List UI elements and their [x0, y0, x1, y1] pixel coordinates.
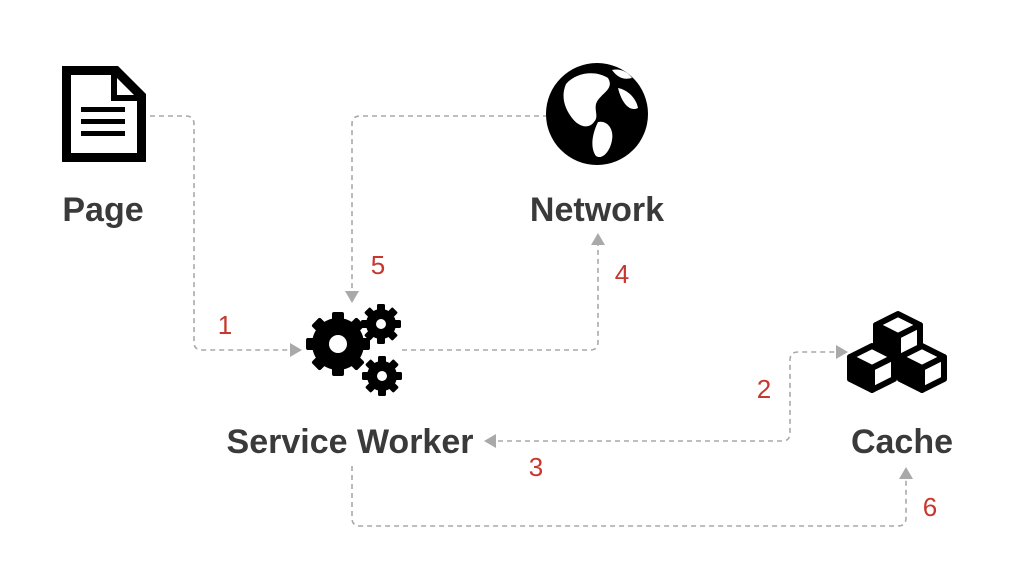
node-label-page: Page	[62, 191, 143, 229]
edge-page-to-service-worker	[150, 115, 302, 357]
step-label-3: 3	[529, 452, 543, 482]
node-service-worker: Service Worker	[227, 304, 474, 461]
step-label-2: 2	[757, 374, 771, 404]
node-label-network: Network	[530, 191, 664, 229]
node-page: Page	[62, 66, 146, 229]
document-icon	[62, 66, 146, 162]
cubes-icon	[847, 311, 947, 393]
node-label-cache: Cache	[851, 423, 953, 461]
node-cache: Cache	[847, 311, 953, 461]
globe-icon	[546, 63, 648, 165]
arrowhead-cache-to-service-worker	[484, 434, 496, 448]
step-label-5: 5	[371, 250, 385, 280]
edge-service-worker-to-cache	[498, 345, 848, 442]
node-network: Network	[530, 63, 664, 229]
node-label-service-worker: Service Worker	[227, 423, 474, 461]
edge-network-to-service-worker	[345, 115, 548, 303]
edge-service-worker-to-cache-store	[351, 466, 913, 527]
step-label-4: 4	[615, 259, 629, 289]
step-label-6: 6	[923, 492, 937, 522]
step-label-1: 1	[218, 310, 232, 340]
gears-icon	[306, 304, 402, 396]
edge-service-worker-to-network	[402, 233, 605, 351]
